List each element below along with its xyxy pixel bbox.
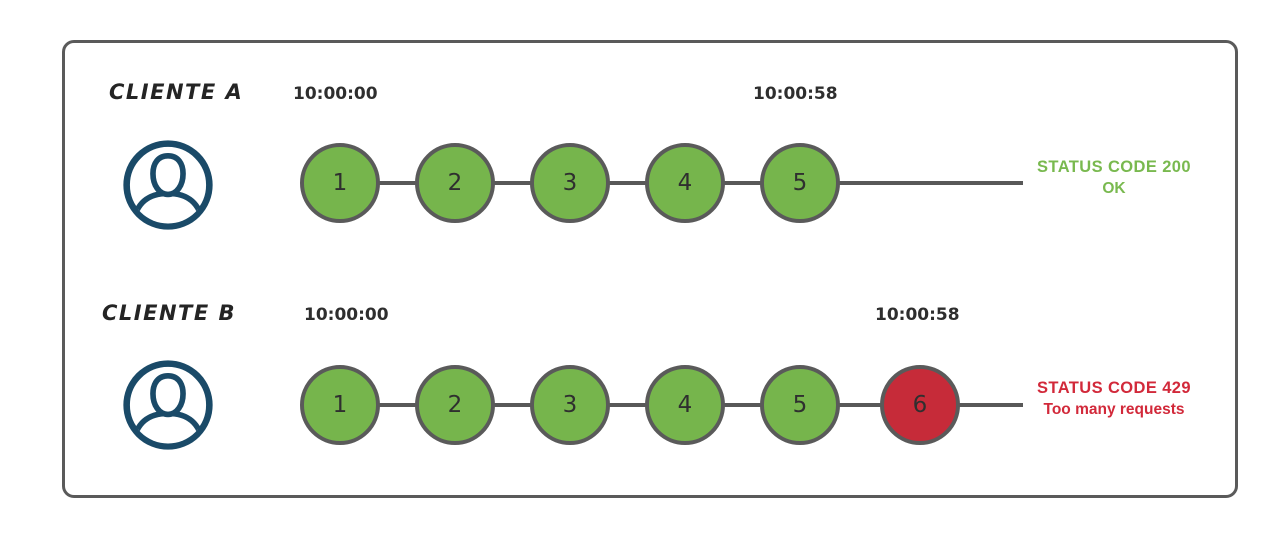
request-node: 3 bbox=[530, 365, 610, 445]
request-node: 2 bbox=[415, 365, 495, 445]
request-node: 2 bbox=[415, 143, 495, 223]
request-number: 2 bbox=[447, 170, 463, 196]
client-b-end-time: 10:00:58 bbox=[875, 305, 960, 325]
diagram-frame bbox=[62, 40, 1238, 498]
request-node: 5 bbox=[760, 143, 840, 223]
request-node: 4 bbox=[645, 365, 725, 445]
client-b-label: CLIENTE B bbox=[102, 301, 237, 325]
request-number: 1 bbox=[332, 170, 348, 196]
request-number: 3 bbox=[562, 392, 578, 418]
request-number: 1 bbox=[332, 392, 348, 418]
user-avatar-icon bbox=[123, 140, 213, 230]
client-b-start-time: 10:00:00 bbox=[304, 305, 389, 325]
request-number: 6 bbox=[912, 392, 928, 418]
client-a-label: CLIENTE A bbox=[109, 80, 244, 104]
request-node: 1 bbox=[300, 143, 380, 223]
request-node: 4 bbox=[645, 143, 725, 223]
client-a-start-time: 10:00:00 bbox=[293, 84, 378, 104]
status-code-text: STATUS CODE 200 bbox=[1037, 158, 1191, 176]
request-node: 1 bbox=[300, 365, 380, 445]
client-a-end-time: 10:00:58 bbox=[753, 84, 838, 104]
request-number: 5 bbox=[792, 392, 808, 418]
user-avatar-icon bbox=[123, 360, 213, 450]
status-message-text: OK bbox=[1102, 180, 1126, 197]
request-number: 2 bbox=[447, 392, 463, 418]
request-node: 3 bbox=[530, 143, 610, 223]
request-number: 4 bbox=[677, 392, 693, 418]
request-node-blocked: 6 bbox=[880, 365, 960, 445]
client-a-status: STATUS CODE 200 OK bbox=[1026, 157, 1202, 199]
status-message-text: Too many requests bbox=[1043, 401, 1185, 418]
request-number: 5 bbox=[792, 170, 808, 196]
status-code-text: STATUS CODE 429 bbox=[1037, 379, 1191, 397]
request-node: 5 bbox=[760, 365, 840, 445]
client-b-status: STATUS CODE 429 Too many requests bbox=[1026, 378, 1202, 420]
request-number: 4 bbox=[677, 170, 693, 196]
request-number: 3 bbox=[562, 170, 578, 196]
